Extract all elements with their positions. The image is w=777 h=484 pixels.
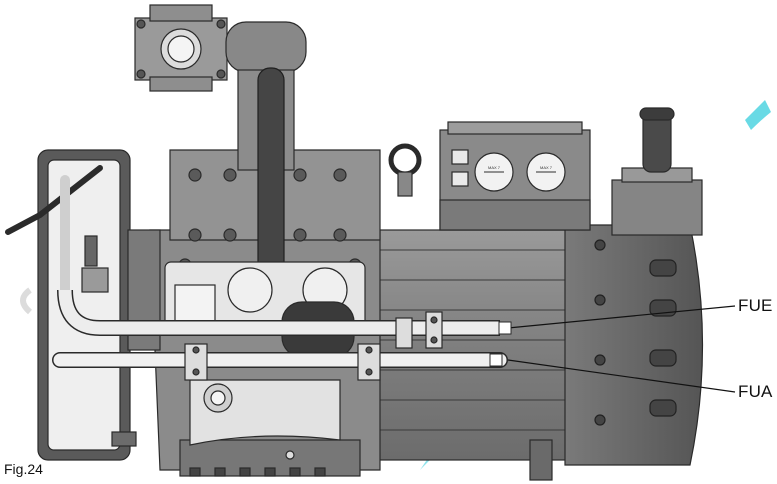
fue-pipe xyxy=(20,175,500,336)
callout-fua: FUA xyxy=(738,382,773,401)
terminal-box: MAX 7 MAX 7 xyxy=(439,121,591,231)
base-bolts xyxy=(189,467,326,477)
fua-leader-line xyxy=(507,359,736,393)
discharge-fitting xyxy=(611,107,703,236)
pipe-clamps xyxy=(184,311,443,381)
motor-housing xyxy=(349,224,704,466)
end-bell-ribs xyxy=(594,239,677,426)
figure-caption: Fig.24 xyxy=(4,461,43,477)
callout-lines xyxy=(507,305,736,393)
suction-pipe xyxy=(257,67,285,287)
indicator-bottom-icon xyxy=(451,171,469,187)
gauge-2-label: MAX 7 xyxy=(540,165,553,170)
callout-fue: FUE xyxy=(738,296,773,315)
fue-point xyxy=(498,321,512,335)
gauge-1-label: MAX 7 xyxy=(488,165,501,170)
cooling-fins xyxy=(360,249,600,431)
gauge-2: MAX 7 xyxy=(526,152,566,192)
control-panel xyxy=(5,149,161,461)
fue-leader-line xyxy=(507,305,736,329)
gauge-1: MAX 7 xyxy=(474,152,514,192)
indicator-top-icon xyxy=(451,149,469,165)
fua-point xyxy=(489,353,503,367)
sight-glass xyxy=(111,379,341,447)
